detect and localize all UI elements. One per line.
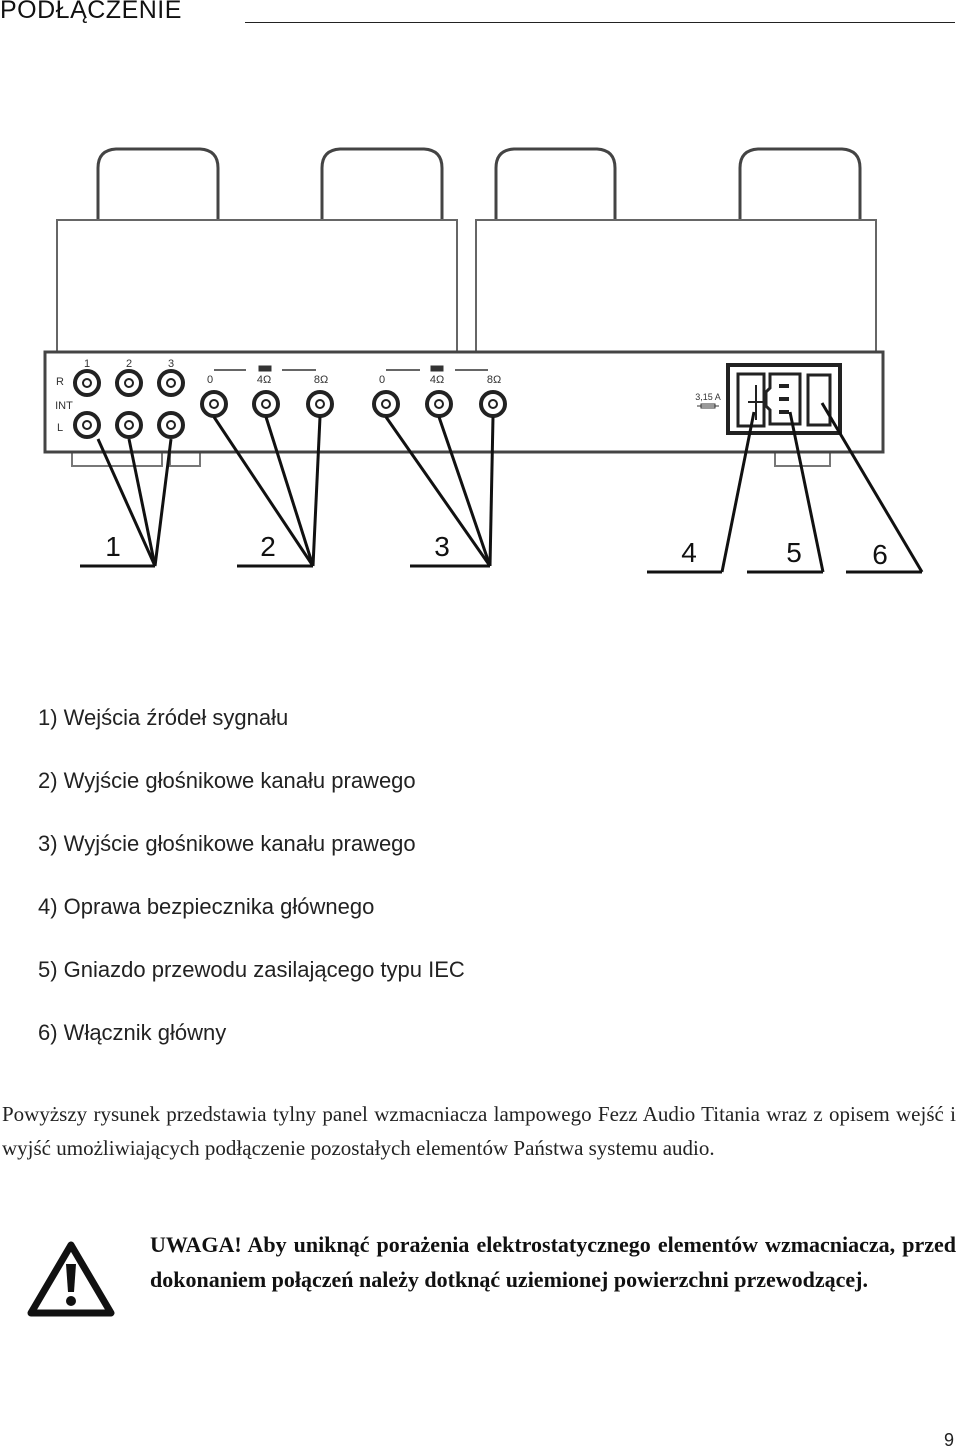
terminal-label: 0 — [207, 374, 213, 386]
callout-number: 4 — [681, 537, 697, 568]
vacuum-tubes — [96, 147, 862, 222]
callout-number: 6 — [872, 539, 888, 570]
terminal-label: 8Ω — [487, 374, 501, 386]
power-module — [726, 363, 842, 435]
row-label-int: INT — [55, 400, 73, 412]
input-number: 2 — [126, 358, 132, 370]
row-label-right: R — [56, 376, 64, 388]
legend-item: 2) Wyjście głośnikowe kanału prawego — [38, 768, 416, 793]
callout-number: 1 — [105, 531, 121, 562]
header-rule — [245, 22, 955, 23]
terminal-label: 0 — [379, 374, 385, 386]
input-number: 1 — [84, 358, 90, 370]
leader-lines — [80, 402, 924, 574]
callout-number: 5 — [786, 537, 802, 568]
description-paragraph: Powyższy rysunek przedstawia tylny panel… — [2, 1102, 956, 1160]
rca-input-sockets — [73, 369, 185, 439]
terminal-label: 4Ω — [430, 374, 444, 386]
power-switch — [806, 373, 832, 427]
terminal-label: 4Ω — [257, 374, 271, 386]
rear-panel-diagram: 1 2 3 R INT L 0 4Ω 8Ω 0 4Ω 8Ω — [43, 147, 924, 574]
legend-item: 6) Włącznik główny — [38, 1020, 227, 1045]
warning-text: UWAGA! Aby uniknąć porażenia elektrostat… — [150, 1232, 956, 1292]
legend-item: 5) Gniazdo przewodu zasilającego typu IE… — [38, 957, 465, 982]
transformer-covers — [56, 219, 877, 356]
callout-number: 3 — [434, 531, 450, 562]
legend-item: 3) Wyjście głośnikowe kanału prawego — [38, 831, 416, 856]
row-label-left: L — [57, 422, 63, 434]
fuse-holder — [736, 372, 766, 428]
legend-item: 1) Wejścia źródeł sygnału — [38, 705, 289, 730]
page-number: 9 — [943, 1430, 954, 1450]
input-number: 3 — [168, 358, 174, 370]
speaker-terminals — [200, 390, 507, 418]
connection-legend: 1) Wejścia źródeł sygnału 2) Wyjście gło… — [38, 700, 465, 1078]
speaker-icon — [214, 365, 488, 372]
fuse-rating-label: 3,15 A — [695, 392, 721, 402]
section-title: PODŁĄCZENIE — [0, 0, 182, 24]
callout-number: 2 — [260, 531, 276, 562]
legend-item: 4) Oprawa bezpiecznika głównego — [38, 894, 375, 919]
warning-triangle-icon — [27, 1241, 115, 1317]
terminal-label: 8Ω — [314, 374, 328, 386]
